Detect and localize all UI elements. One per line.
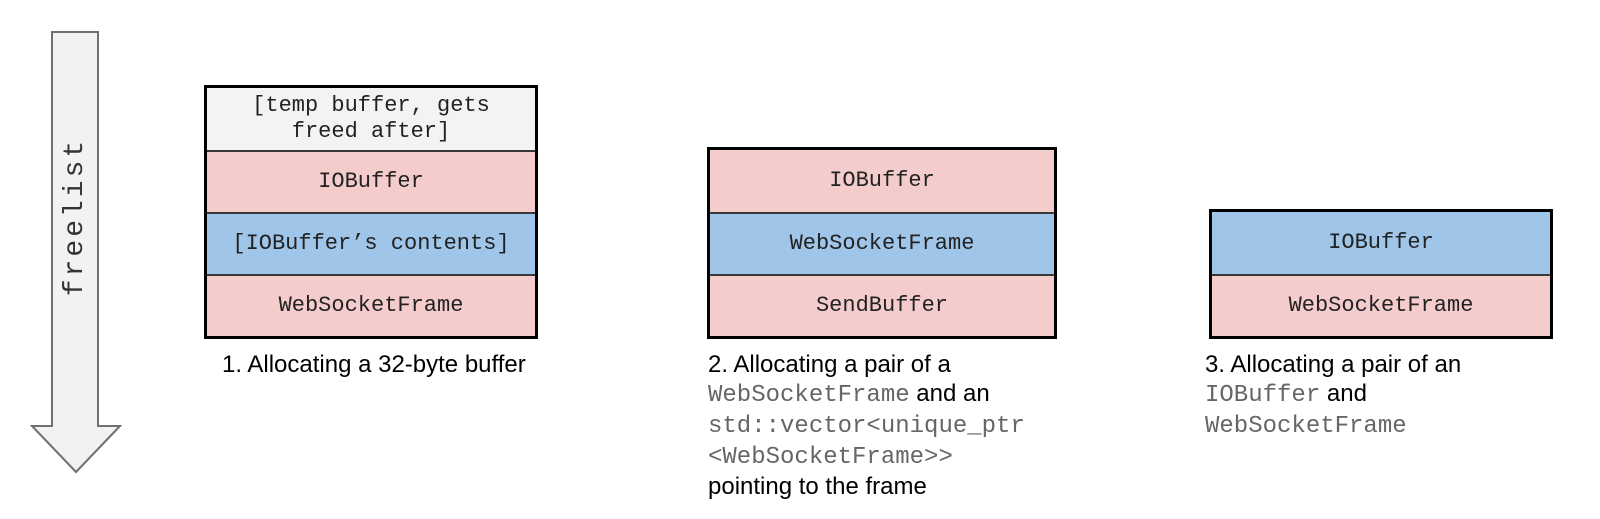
caption-code-text: WebSocketFrame bbox=[1205, 413, 1407, 440]
stack1-row-temp-buffer: [temp buffer, gets freed after] bbox=[207, 88, 535, 150]
caption-allocation-1: 1. Allocating a 32-byte buffer bbox=[222, 350, 526, 379]
caption-text: pointing to the frame bbox=[708, 473, 927, 500]
down-arrow-icon bbox=[30, 31, 122, 474]
caption-allocation-2: 2. Allocating a pair of a WebSocketFrame… bbox=[708, 350, 1025, 501]
row-label: [IOBuffer’s contents] bbox=[232, 231, 510, 256]
caption-line: IOBuffer and bbox=[1205, 379, 1461, 410]
caption-allocation-3: 3. Allocating a pair of an IOBuffer and … bbox=[1205, 350, 1461, 441]
freelist-arrow: freelist bbox=[30, 30, 122, 474]
caption-line: <WebSocketFrame>> bbox=[708, 441, 1025, 472]
row-label: WebSocketFrame bbox=[278, 293, 464, 318]
caption-code-text: WebSocketFrame bbox=[708, 382, 910, 409]
stack3-row-websocketframe: WebSocketFrame bbox=[1212, 274, 1550, 336]
caption-line: 3. Allocating a pair of an bbox=[1205, 350, 1461, 379]
caption-line: WebSocketFrame bbox=[1205, 410, 1461, 441]
stack1-row-websocketframe: WebSocketFrame bbox=[207, 274, 535, 336]
stack1-row-iobuffer: IOBuffer bbox=[207, 150, 535, 212]
caption-line: 2. Allocating a pair of a bbox=[708, 350, 1025, 379]
stack3-row-iobuffer: IOBuffer bbox=[1212, 212, 1550, 274]
row-label: WebSocketFrame bbox=[1288, 293, 1474, 318]
row-label: SendBuffer bbox=[815, 293, 949, 318]
caption-text: and bbox=[1320, 380, 1367, 407]
stack2-row-websocketframe: WebSocketFrame bbox=[710, 212, 1054, 274]
caption-line: WebSocketFrame and an bbox=[708, 379, 1025, 410]
caption-code-text: <WebSocketFrame>> bbox=[708, 444, 953, 471]
stack2-row-iobuffer: IOBuffer bbox=[710, 150, 1054, 212]
caption-code-text: IOBuffer bbox=[1205, 382, 1321, 409]
caption-text: 2. Allocating a pair of a bbox=[708, 351, 951, 378]
caption-text: 3. Allocating a pair of an bbox=[1205, 351, 1462, 378]
caption-text: and an bbox=[909, 380, 990, 407]
stack1-row-iobuffer-contents: [IOBuffer’s contents] bbox=[207, 212, 535, 274]
row-label: [temp buffer, gets freed after] bbox=[252, 93, 490, 144]
caption-code-text: std::vector<unique_ptr bbox=[708, 413, 1025, 440]
memory-stack-3: IOBuffer WebSocketFrame bbox=[1209, 209, 1553, 339]
caption-line: pointing to the frame bbox=[708, 472, 1025, 501]
memory-stack-2: IOBuffer WebSocketFrame SendBuffer bbox=[707, 147, 1057, 339]
freelist-label: freelist bbox=[60, 137, 91, 297]
row-label: IOBuffer bbox=[318, 169, 424, 194]
row-label: IOBuffer bbox=[1328, 230, 1434, 255]
caption-text: 1. Allocating a 32-byte buffer bbox=[222, 351, 526, 378]
caption-line: std::vector<unique_ptr bbox=[708, 410, 1025, 441]
memory-stack-1: [temp buffer, gets freed after] IOBuffer… bbox=[204, 85, 538, 339]
row-label: IOBuffer bbox=[829, 168, 935, 193]
row-label: WebSocketFrame bbox=[789, 231, 975, 256]
caption-line: 1. Allocating a 32-byte buffer bbox=[222, 350, 526, 379]
stack2-row-sendbuffer: SendBuffer bbox=[710, 274, 1054, 336]
